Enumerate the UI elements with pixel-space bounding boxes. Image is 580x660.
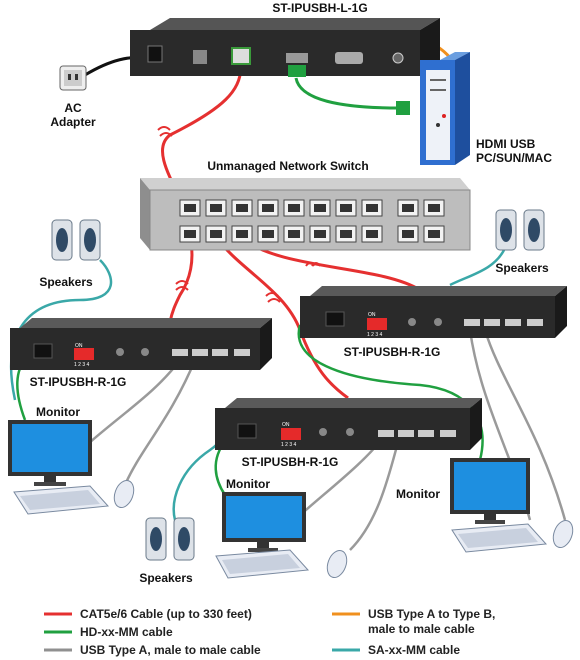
power-port — [147, 45, 163, 63]
rj45-port — [231, 47, 251, 65]
dip-numbers-label: 1 2 3 4 — [281, 442, 297, 448]
ac-adapter-label: AC — [64, 101, 82, 115]
ac-adapter: AC Adapter — [50, 65, 96, 129]
switch-port-socket — [366, 204, 378, 212]
monitor-left-label: Monitor — [36, 405, 80, 419]
monitor-right: Monitor — [396, 458, 530, 524]
receiver-left-label: ST-IPUSBH-R-1G — [30, 375, 127, 389]
legend: CAT5e/6 Cable (up to 330 feet) HD-xx-MM … — [44, 607, 495, 657]
speakers-bottom-label: Speakers — [139, 571, 193, 585]
switch-port-socket — [210, 204, 222, 212]
dip-switch — [74, 348, 94, 360]
cable-break-marks — [157, 126, 321, 303]
dip-on-label: ON — [75, 343, 83, 349]
mouse-right — [552, 519, 574, 549]
dip-on-label: ON — [282, 422, 290, 428]
switch-port-socket — [402, 204, 414, 212]
keyboard-center — [215, 549, 310, 579]
switch-port-socket — [366, 230, 378, 238]
monitor-left: Monitor — [8, 405, 92, 486]
transmitter-label: ST-IPUSBH-L-1G — [272, 1, 367, 15]
speakers-left: Speakers — [39, 219, 101, 289]
monitor-right-label: Monitor — [396, 487, 440, 501]
mouse-center — [326, 549, 348, 579]
receiver-left: ON 1 2 3 4 ST-IPUSBH-R-1G — [10, 318, 272, 389]
legend-text-audio: SA-xx-MM cable — [368, 643, 460, 657]
dip-numbers-label: 1 2 3 4 — [367, 332, 383, 338]
switch-port-socket — [402, 230, 414, 238]
speakers-right-label: Speakers — [495, 261, 549, 275]
pc-label-2: PC/SUN/MAC — [476, 151, 552, 165]
usb-ports — [464, 319, 543, 326]
serial-port — [335, 52, 363, 64]
dip-numbers-label: 1 2 3 4 — [74, 362, 90, 368]
pc-label: HDMI USB — [476, 137, 536, 151]
speakers-left-label: Speakers — [39, 275, 93, 289]
switch-port-socket — [236, 204, 248, 212]
ac-adapter-label-2: Adapter — [50, 115, 96, 129]
legend-text-hdmi: HD-xx-MM cable — [80, 625, 173, 639]
switch-port-socket — [288, 230, 300, 238]
receiver-right-label: ST-IPUSBH-R-1G — [344, 345, 441, 359]
usb-b-port — [193, 50, 207, 64]
transmitter-device: ST-IPUSBH-L-1G — [130, 1, 440, 77]
legend-text-cat: CAT5e/6 Cable (up to 330 feet) — [80, 607, 252, 621]
hdmi-plug — [288, 65, 306, 77]
audio-cable-right — [449, 247, 507, 287]
cat-cable-switch-rx-left — [168, 237, 194, 323]
switch-port-socket — [314, 204, 326, 212]
monitor-center: Monitor — [222, 477, 306, 552]
hdmi-cable — [294, 77, 401, 110]
receiver-right: ON 1 2 3 4 ST-IPUSBH-R-1G — [300, 286, 567, 359]
mouse-left — [113, 479, 135, 509]
legend-text-usb-ab: USB Type A to Type B, — [368, 607, 495, 621]
legend-text-usb-ab-2: male to male cable — [368, 622, 475, 636]
speakers-bottom: Speakers — [139, 517, 195, 585]
dip-on-label: ON — [368, 312, 376, 318]
switch-port-socket — [340, 204, 352, 212]
dip-switch — [281, 428, 301, 440]
pc-hdmi-plug — [396, 101, 410, 115]
switch-port-socket — [236, 230, 248, 238]
switch-port-socket — [428, 230, 440, 238]
pc-tower: HDMI USB PC/SUN/MAC — [396, 52, 552, 165]
switch-port-socket — [262, 230, 274, 238]
network-switch: Unmanaged Network Switch — [140, 159, 471, 251]
hdmi-port — [286, 53, 308, 63]
keyboard-right — [451, 523, 548, 553]
switch-port-socket — [428, 204, 440, 212]
monitor-center-label: Monitor — [226, 477, 270, 491]
switch-port-socket — [184, 230, 196, 238]
dip-switch — [367, 318, 387, 330]
switch-port-socket — [314, 230, 326, 238]
speakers-right: Speakers — [495, 209, 549, 275]
switch-port-socket — [184, 204, 196, 212]
receiver-center-label: ST-IPUSBH-R-1G — [242, 455, 339, 469]
audio-port — [392, 52, 404, 64]
switch-port-socket — [288, 204, 300, 212]
legend-text-usb: USB Type A, male to male cable — [80, 643, 261, 657]
switch-port-socket — [262, 204, 274, 212]
usb-ports — [172, 349, 250, 356]
usb-ports — [378, 430, 456, 437]
switch-label: Unmanaged Network Switch — [207, 159, 368, 173]
keyboard-left — [13, 485, 110, 515]
switch-port-socket — [340, 230, 352, 238]
receiver-center: ON 1 2 3 4 ST-IPUSBH-R-1G — [215, 398, 482, 469]
switch-port-socket — [210, 230, 222, 238]
